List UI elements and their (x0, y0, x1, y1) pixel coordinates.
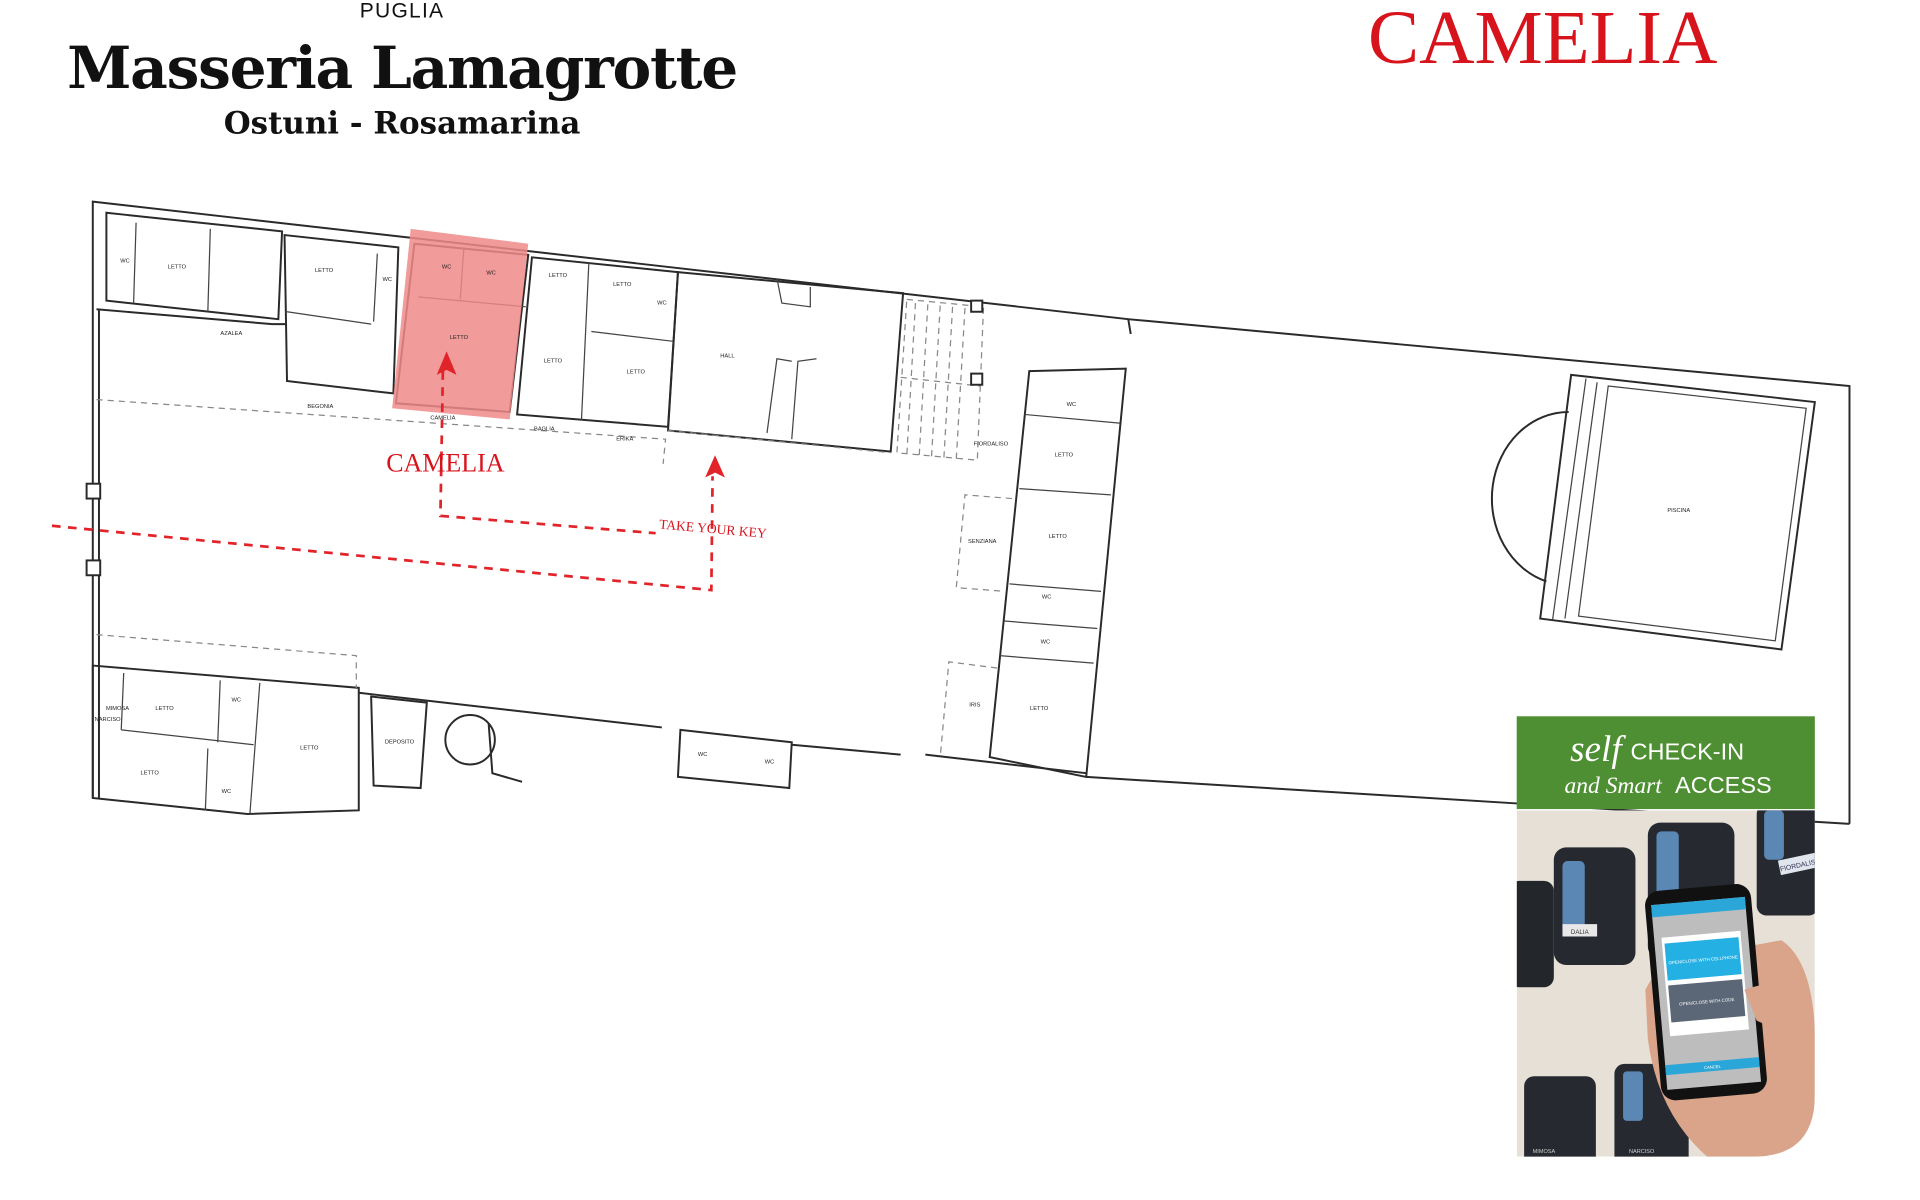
room-label: LETTO (627, 370, 646, 376)
room-label: LETTO (1030, 706, 1049, 712)
banner (1516, 716, 1815, 810)
room-label: SENZIANA (968, 539, 997, 545)
room-label: WC (232, 697, 241, 703)
room-label: WC (486, 271, 495, 277)
page-subtitle: Ostuni - Rosamarina (224, 106, 581, 142)
keybox (1524, 1076, 1596, 1157)
room-label: WC (222, 789, 231, 795)
room-label: ERIKA (616, 436, 633, 442)
svg-text:OPEN/CLOSE WITH CODE: OPEN/CLOSE WITH CODE (1679, 997, 1735, 1007)
phone-code-button (1668, 979, 1746, 1023)
arrow-up-icon (436, 351, 457, 375)
room-label: LETTO (1055, 452, 1074, 458)
room-label: FIORDALISO (974, 441, 1009, 447)
svg-text:OPEN/CLOSE WITH CELLPHONE: OPEN/CLOSE WITH CELLPHONE (1668, 954, 1738, 965)
room-name-title: CAMELIA (1368, 0, 1717, 80)
room-label: BAGLIA (534, 427, 555, 433)
banner-self: self (1570, 729, 1626, 770)
room-label: LETTO (315, 268, 334, 274)
camelia-highlight[interactable] (392, 228, 529, 420)
room-label: LETTO (613, 282, 632, 288)
site-boundary (85, 200, 1851, 825)
room-label: WC (120, 258, 129, 264)
room-label: WC (657, 300, 666, 306)
room-label: BEGONIA (307, 404, 333, 410)
keybox-label: NARCISO (1629, 1149, 1655, 1155)
phone-cancel: CANCEL (1704, 1064, 1722, 1071)
keybox-photo: DALIA FIORDALISO MIMOSA NARCISO OPEN/CLO… (1516, 810, 1815, 1157)
right-wing (939, 367, 1127, 779)
pergola-grid (896, 298, 985, 461)
room-label: WC (382, 277, 391, 283)
route-path (51, 351, 725, 592)
room-label: WC (1041, 639, 1050, 645)
room-label: LETTO (155, 706, 174, 712)
self-checkin-card: self CHECK-IN and Smart ACCESS DALIA FIO… (1516, 716, 1815, 1157)
room-label: LETTO (1049, 534, 1068, 540)
room-label: AZALEA (220, 331, 242, 337)
room-label: LETTO (168, 264, 187, 270)
room-label: WC (698, 752, 707, 758)
room-label: HALL (720, 354, 734, 360)
region-label: PUGLIA (360, 0, 445, 22)
room-label: LETTO (544, 358, 563, 364)
camelia-callout: CAMELIA (386, 448, 505, 477)
page-title: Masseria Lamagrotte (67, 33, 737, 102)
banner-checkin: CHECK-IN (1631, 739, 1745, 765)
room-label: IRIS (969, 702, 980, 708)
room-label: LETTO (141, 770, 160, 776)
banner-and-smart: and Smart (1565, 773, 1663, 799)
room-label: PISCINA (1667, 508, 1690, 514)
room-label: WC (1067, 402, 1076, 408)
arrow-up-icon (705, 455, 725, 478)
room-label: WC (765, 759, 774, 765)
room-label: LETTO (300, 746, 319, 752)
keybox-label: DALIA (1571, 929, 1590, 936)
keybox-label: MIMOSA (1533, 1149, 1556, 1155)
room-labels: WC LETTO LETTO WC WC WC LETTO LETTO LETT… (95, 258, 1691, 795)
room-label: WC (442, 264, 451, 270)
phone-cellphone-button (1664, 937, 1742, 981)
room-label: LETTO (549, 273, 568, 279)
room-label: LETTO (450, 335, 469, 341)
room-label: CAMELIA (430, 415, 455, 421)
room-label: WC (1042, 595, 1051, 601)
room-label: DEPOSITO (385, 740, 415, 746)
bottom-wing (91, 634, 901, 816)
room-label: NARCISO (95, 717, 121, 723)
room-label: MIMOSA (106, 706, 129, 712)
banner-access: ACCESS (1675, 772, 1772, 798)
pool (1490, 373, 1816, 651)
